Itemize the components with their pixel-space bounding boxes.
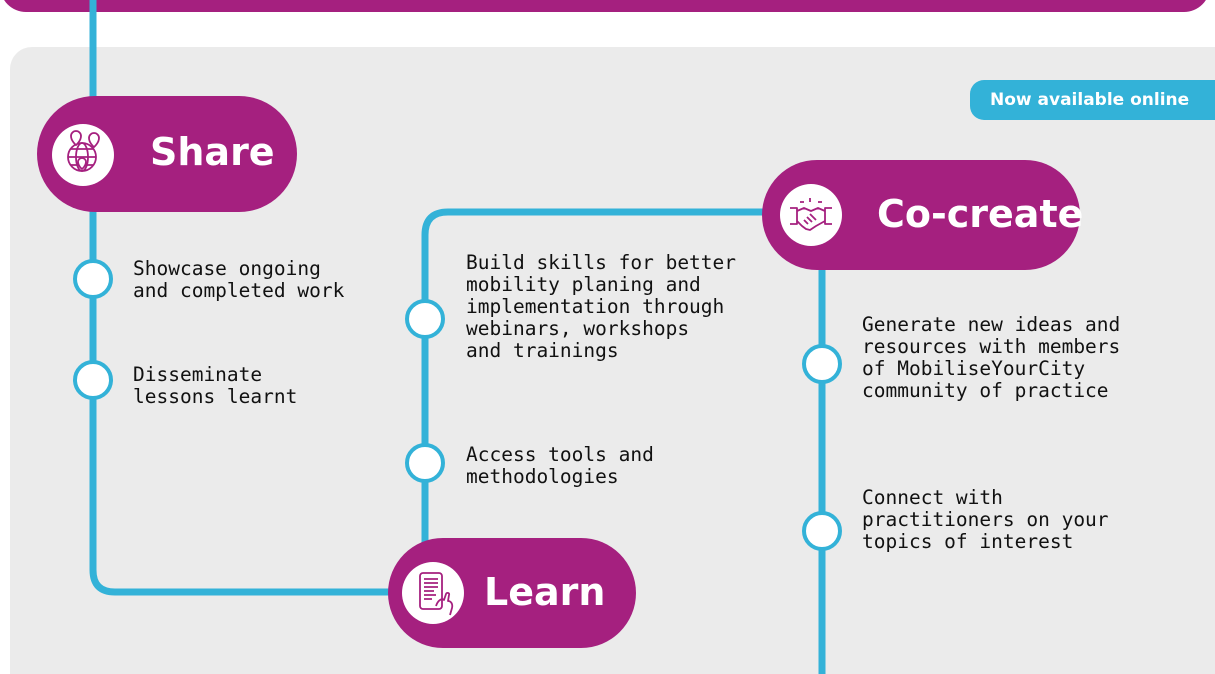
share-node-1 [73,259,113,299]
cocreate-item-2: Connect with practitioners on your topic… [862,486,1109,553]
learn-title: Learn [484,570,606,614]
top-banner [0,0,1210,12]
share-pill: Share [37,96,297,212]
share-title: Share [150,130,275,174]
availability-badge: Now available online [970,80,1215,120]
globe-location-pins-icon [52,124,114,186]
share-node-2 [73,360,113,400]
learn-node-2 [405,443,445,483]
handshake-icon [780,184,842,246]
learn-pill: Learn [388,538,636,648]
cocreate-item-1: Generate new ideas and resources with me… [862,313,1121,402]
share-learn-line [89,0,420,596]
cocreate-pill: Co-create [762,160,1084,270]
learn-cocreate-line [421,208,790,560]
cocreate-title: Co-create [877,192,1084,236]
share-item-2: Disseminate lessons learnt [133,363,298,408]
learn-item-1: Build skills for better mobility planing… [466,251,737,362]
cocreate-node-2 [802,511,842,551]
learn-node-1 [405,299,445,339]
cocreate-node-1 [802,344,842,384]
learn-item-2: Access tools and methodologies [466,443,654,488]
share-item-1: Showcase ongoing and completed work [133,257,345,302]
tablet-document-hand-icon [402,562,464,624]
